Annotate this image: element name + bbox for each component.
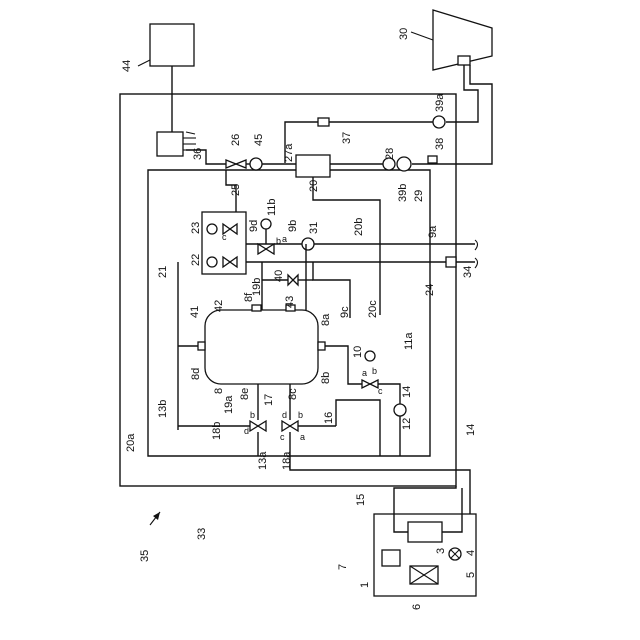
port-c-11a: c (378, 386, 383, 396)
port-b-11a: b (372, 366, 377, 376)
component-34 (446, 257, 456, 267)
label-38: 38 (434, 138, 446, 150)
label-22: 22 (190, 254, 202, 266)
port-a-18a: a (300, 432, 305, 442)
label-9b: 9b (287, 220, 299, 232)
label-19a: 19a (223, 395, 235, 414)
pump-29 (397, 157, 411, 171)
label-9d: 9d (248, 220, 260, 232)
port-d-18b: d (244, 426, 249, 436)
label-14b: 14 (465, 424, 477, 436)
label-44: 44 (121, 60, 133, 72)
sensor-39a (433, 116, 445, 128)
label-14a: 14 (401, 386, 413, 398)
label-3: 3 (435, 548, 447, 554)
label-13a: 13a (257, 451, 269, 470)
label-11b: 11b (266, 198, 278, 216)
label-30: 30 (398, 28, 410, 40)
label-1: 1 (359, 582, 371, 588)
label-36: 36 (192, 148, 204, 160)
label-37: 37 (341, 132, 353, 144)
port-30 (458, 56, 470, 65)
box-44 (150, 24, 194, 66)
component-20 (296, 155, 330, 177)
label-11a: 11a (403, 332, 415, 350)
label-8a: 8a (320, 313, 332, 326)
port-a-11a: a (362, 368, 367, 378)
label-16: 16 (323, 412, 335, 424)
label-21: 21 (157, 266, 169, 278)
label-28: 28 (384, 148, 396, 160)
line-30-38 (412, 65, 492, 164)
label-29: 29 (413, 190, 425, 202)
label-42: 42 (213, 300, 225, 312)
label-20b: 20b (353, 218, 365, 236)
label-35: 35 (139, 550, 151, 562)
port-b-18b: b (250, 410, 255, 420)
label-26: 26 (230, 134, 242, 146)
label-34: 34 (462, 266, 474, 278)
label-8d: 8d (190, 368, 202, 380)
port-b-18a: b (298, 410, 303, 420)
port-a-9: a (282, 234, 287, 244)
component-36 (157, 132, 183, 156)
label-4: 4 (465, 550, 477, 556)
label-15: 15 (355, 494, 367, 506)
label-39a: 39a (434, 93, 446, 112)
label-10: 10 (352, 346, 364, 358)
label-45: 45 (253, 134, 265, 146)
label-27a: 27a (283, 143, 295, 162)
label-18b: 18b (211, 422, 223, 440)
sensor-31 (302, 238, 314, 250)
inner-loop-right (300, 170, 430, 456)
label-40: 40 (273, 270, 285, 282)
label-31: 31 (308, 222, 320, 234)
label-20: 20 (308, 180, 320, 192)
label-8f: 8f (243, 292, 255, 302)
sensor-38 (428, 156, 437, 163)
label-13b: 13b (157, 400, 169, 418)
label-8b: 8b (320, 372, 332, 384)
label-8: 8 (213, 388, 225, 394)
label-7: 7 (337, 564, 349, 570)
port-c-18a: c (280, 432, 285, 442)
port-c-9: c (222, 232, 227, 242)
pump-12 (394, 404, 406, 416)
component-3 (408, 522, 442, 542)
label-41: 41 (189, 306, 201, 318)
label-18a: 18a (281, 451, 293, 470)
label-8c: 8c (287, 388, 299, 400)
label-8e: 8e (239, 388, 251, 400)
port-b-9: b (276, 236, 281, 246)
label-39b: 39b (397, 184, 409, 202)
valve-26-right (236, 160, 246, 168)
label-12: 12 (401, 418, 413, 430)
label-43: 43 (284, 296, 296, 308)
label-17: 17 (263, 394, 275, 406)
sensor-45 (250, 158, 262, 170)
label-24: 24 (424, 284, 436, 296)
label-5: 5 (465, 572, 477, 578)
line-20b (313, 177, 380, 315)
component-1 (382, 550, 400, 566)
label-20c: 20c (367, 300, 379, 318)
label-23: 23 (190, 222, 202, 234)
label-9a: 9a (427, 225, 439, 238)
tank-8 (205, 310, 318, 384)
port-d-18a: d (282, 410, 287, 420)
sensor-37 (318, 118, 329, 126)
label-20a: 20a (125, 433, 137, 452)
label-33: 33 (196, 528, 208, 540)
label-25: 25 (230, 184, 242, 196)
label-6: 6 (411, 604, 423, 610)
label-9c: 9c (339, 306, 351, 318)
